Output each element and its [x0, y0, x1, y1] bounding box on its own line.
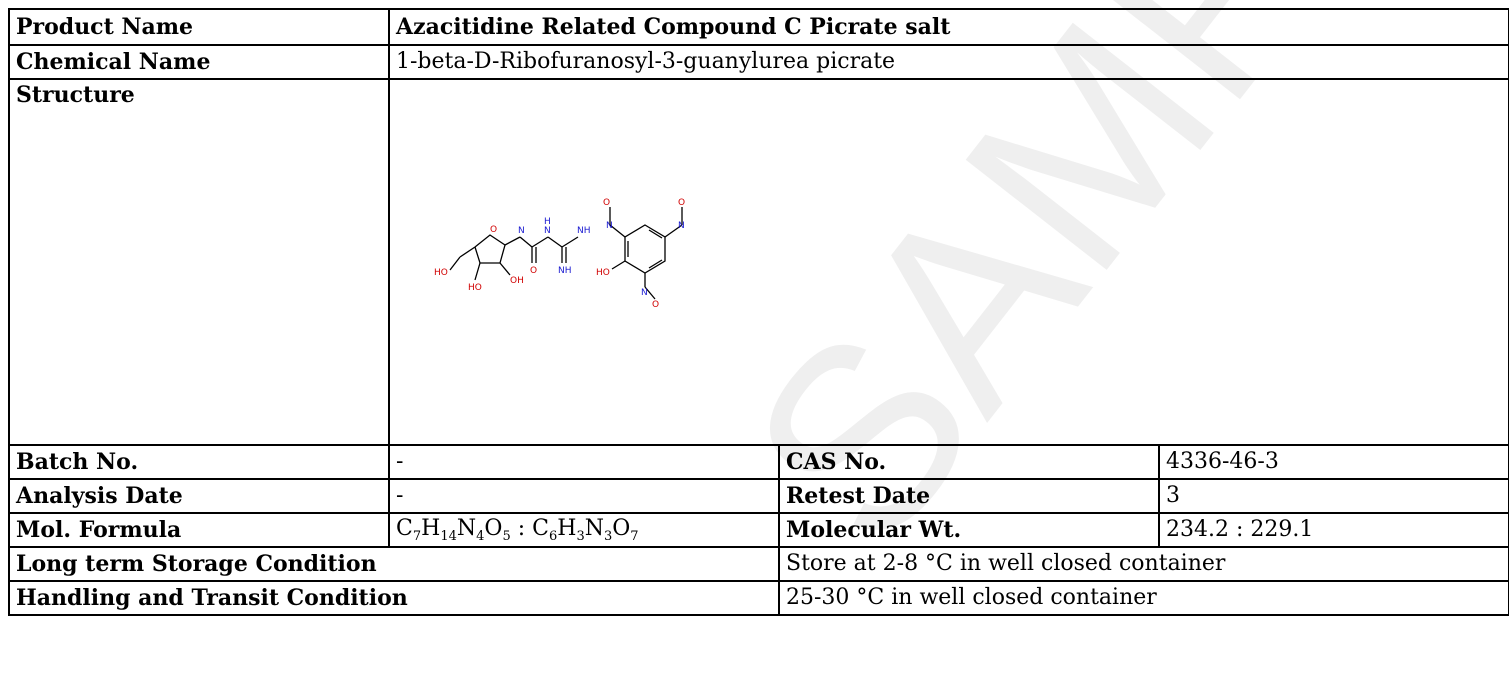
cas-no-label: CAS No. [778, 444, 1160, 480]
retest-date-label: Retest Date [778, 478, 1160, 514]
handling-transit-label: Handling and Transit Condition [8, 580, 780, 616]
row-structure: Structure [8, 78, 1509, 446]
chemical-name-label: Chemical Name [8, 44, 390, 80]
analysis-date-label: Analysis Date [8, 478, 390, 514]
long-term-storage-value: Store at 2-8 °C in well closed container [777, 546, 1509, 582]
atom-picric-ho: HO [596, 268, 610, 278]
row-chemical-name: Chemical Name 1-beta-D-Ribofuranosyl-3-g… [8, 44, 1509, 80]
mol-formula-value: C7H14N4O5 : C6H3N3O7 [388, 512, 780, 548]
atom-o-nitro-1: O [603, 198, 610, 208]
chemical-name-value: 1-beta-D-Ribofuranosyl-3-guanylurea picr… [387, 44, 1509, 80]
row-dates: Analysis Date - Retest Date 3 [8, 478, 1509, 514]
analysis-date-value: - [388, 478, 780, 514]
row-handling: Handling and Transit Condition 25-30 °C … [8, 580, 1509, 616]
atom-o-carbonyl: O [530, 266, 537, 276]
atom-oh: OH [510, 276, 524, 286]
coa-table: Product Name Azacitidine Related Compoun… [8, 8, 1509, 616]
atom-o-nitro-2: O [678, 198, 685, 208]
row-batch: Batch No. - CAS No. 4336-46-3 [8, 444, 1509, 480]
atom-n1: N [518, 226, 525, 236]
atom-n-nitro-1: N [606, 221, 613, 231]
atom-nh2: NH [577, 226, 591, 236]
row-product-name: Product Name Azacitidine Related Compoun… [8, 8, 1509, 46]
batch-no-value: - [388, 444, 780, 480]
structure-cell: O HO HO OH O O O O HO N N H NH NH N [387, 78, 1509, 446]
atom-o-ring: O [490, 225, 497, 235]
atom-n2: N [544, 226, 551, 236]
product-name-value: Azacitidine Related Compound C Picrate s… [387, 8, 1509, 46]
handling-transit-value: 25-30 °C in well closed container [777, 580, 1509, 616]
atom-ho: HO [434, 268, 448, 278]
molecular-wt-value: 234.2 : 229.1 [1157, 512, 1509, 548]
row-formula: Mol. Formula C7H14N4O5 : C6H3N3O7 Molecu… [8, 512, 1509, 548]
row-storage: Long term Storage Condition Store at 2-8… [8, 546, 1509, 582]
molecular-wt-label: Molecular Wt. [778, 512, 1160, 548]
cas-no-value: 4336-46-3 [1157, 444, 1509, 480]
product-name-label: Product Name [8, 8, 390, 46]
structure-image: O HO HO OH O O O O HO N N H NH NH N [434, 198, 685, 310]
atom-h2: H [544, 217, 551, 227]
batch-no-label: Batch No. [8, 444, 390, 480]
structure-label: Structure [8, 78, 390, 446]
long-term-storage-label: Long term Storage Condition [8, 546, 780, 582]
retest-date-value: 3 [1157, 478, 1509, 514]
atom-o-nitro-3: O [652, 300, 659, 310]
atom-n-nitro-3: N [641, 288, 648, 298]
mol-formula-label: Mol. Formula [8, 512, 390, 548]
atom-nh-imine: NH [558, 266, 572, 276]
atom-n-nitro-2: N [678, 221, 685, 231]
atom-ho2: HO [468, 283, 482, 293]
